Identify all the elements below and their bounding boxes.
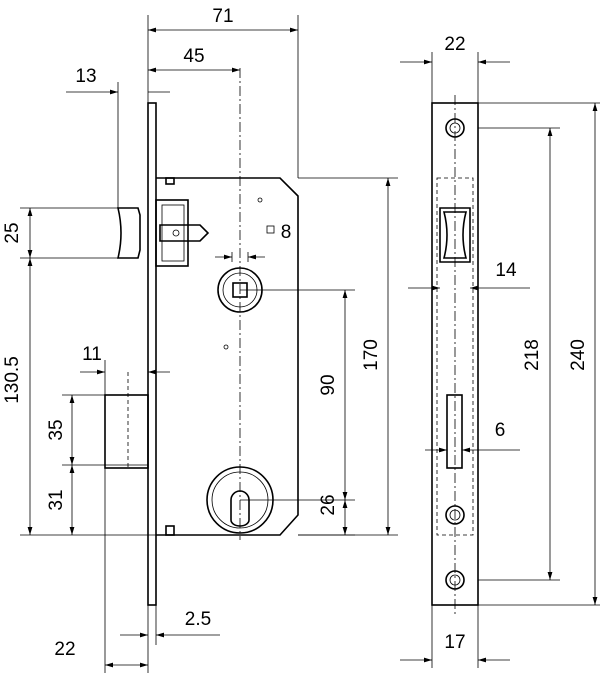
dim-plate-thickness: 2.5: [185, 609, 211, 630]
latch: [116, 177, 210, 536]
dim-latch-width: 14: [495, 260, 517, 281]
dim-latch-projection: 13: [75, 66, 96, 87]
dim-bolt-projection: 11: [82, 344, 102, 365]
dim-follower-size: 8: [281, 222, 292, 243]
dim-plate-length: 240: [568, 339, 589, 371]
dim-case-height: 170: [361, 339, 382, 371]
side-bolt: [446, 394, 463, 469]
dim-follower-to-cylinder: 90: [318, 374, 339, 395]
dim-screw-spacing: 218: [522, 339, 543, 371]
dim-bolt-offset: 22: [54, 639, 75, 660]
dim-bolt-width: 6: [495, 420, 506, 441]
deadbolt: [104, 372, 149, 469]
faceplate: [147, 102, 157, 606]
dim-plate-width: 22: [444, 34, 465, 55]
dim-cylinder-to-bottom: 26: [318, 494, 339, 515]
front-view: 71 45 13 8 11 22 2.5 25 130.5 35 31 90 2…: [2, 6, 398, 673]
dim-latch-to-bottom: 130.5: [2, 356, 23, 404]
dim-bolt-height: 35: [46, 419, 67, 440]
side-latch: [439, 207, 471, 263]
lock-case: [156, 177, 299, 536]
side-view: 22 14 6 17 218 240: [400, 34, 600, 668]
dim-overall-depth: 71: [212, 6, 233, 27]
dim-bottom-width: 17: [444, 632, 465, 653]
screw-holes: [445, 118, 465, 590]
dim-bolt-to-bottom: 31: [46, 489, 67, 510]
follower-square-icon: [266, 225, 275, 234]
dim-latch-height: 25: [2, 222, 23, 243]
dim-backset: 45: [183, 46, 204, 67]
